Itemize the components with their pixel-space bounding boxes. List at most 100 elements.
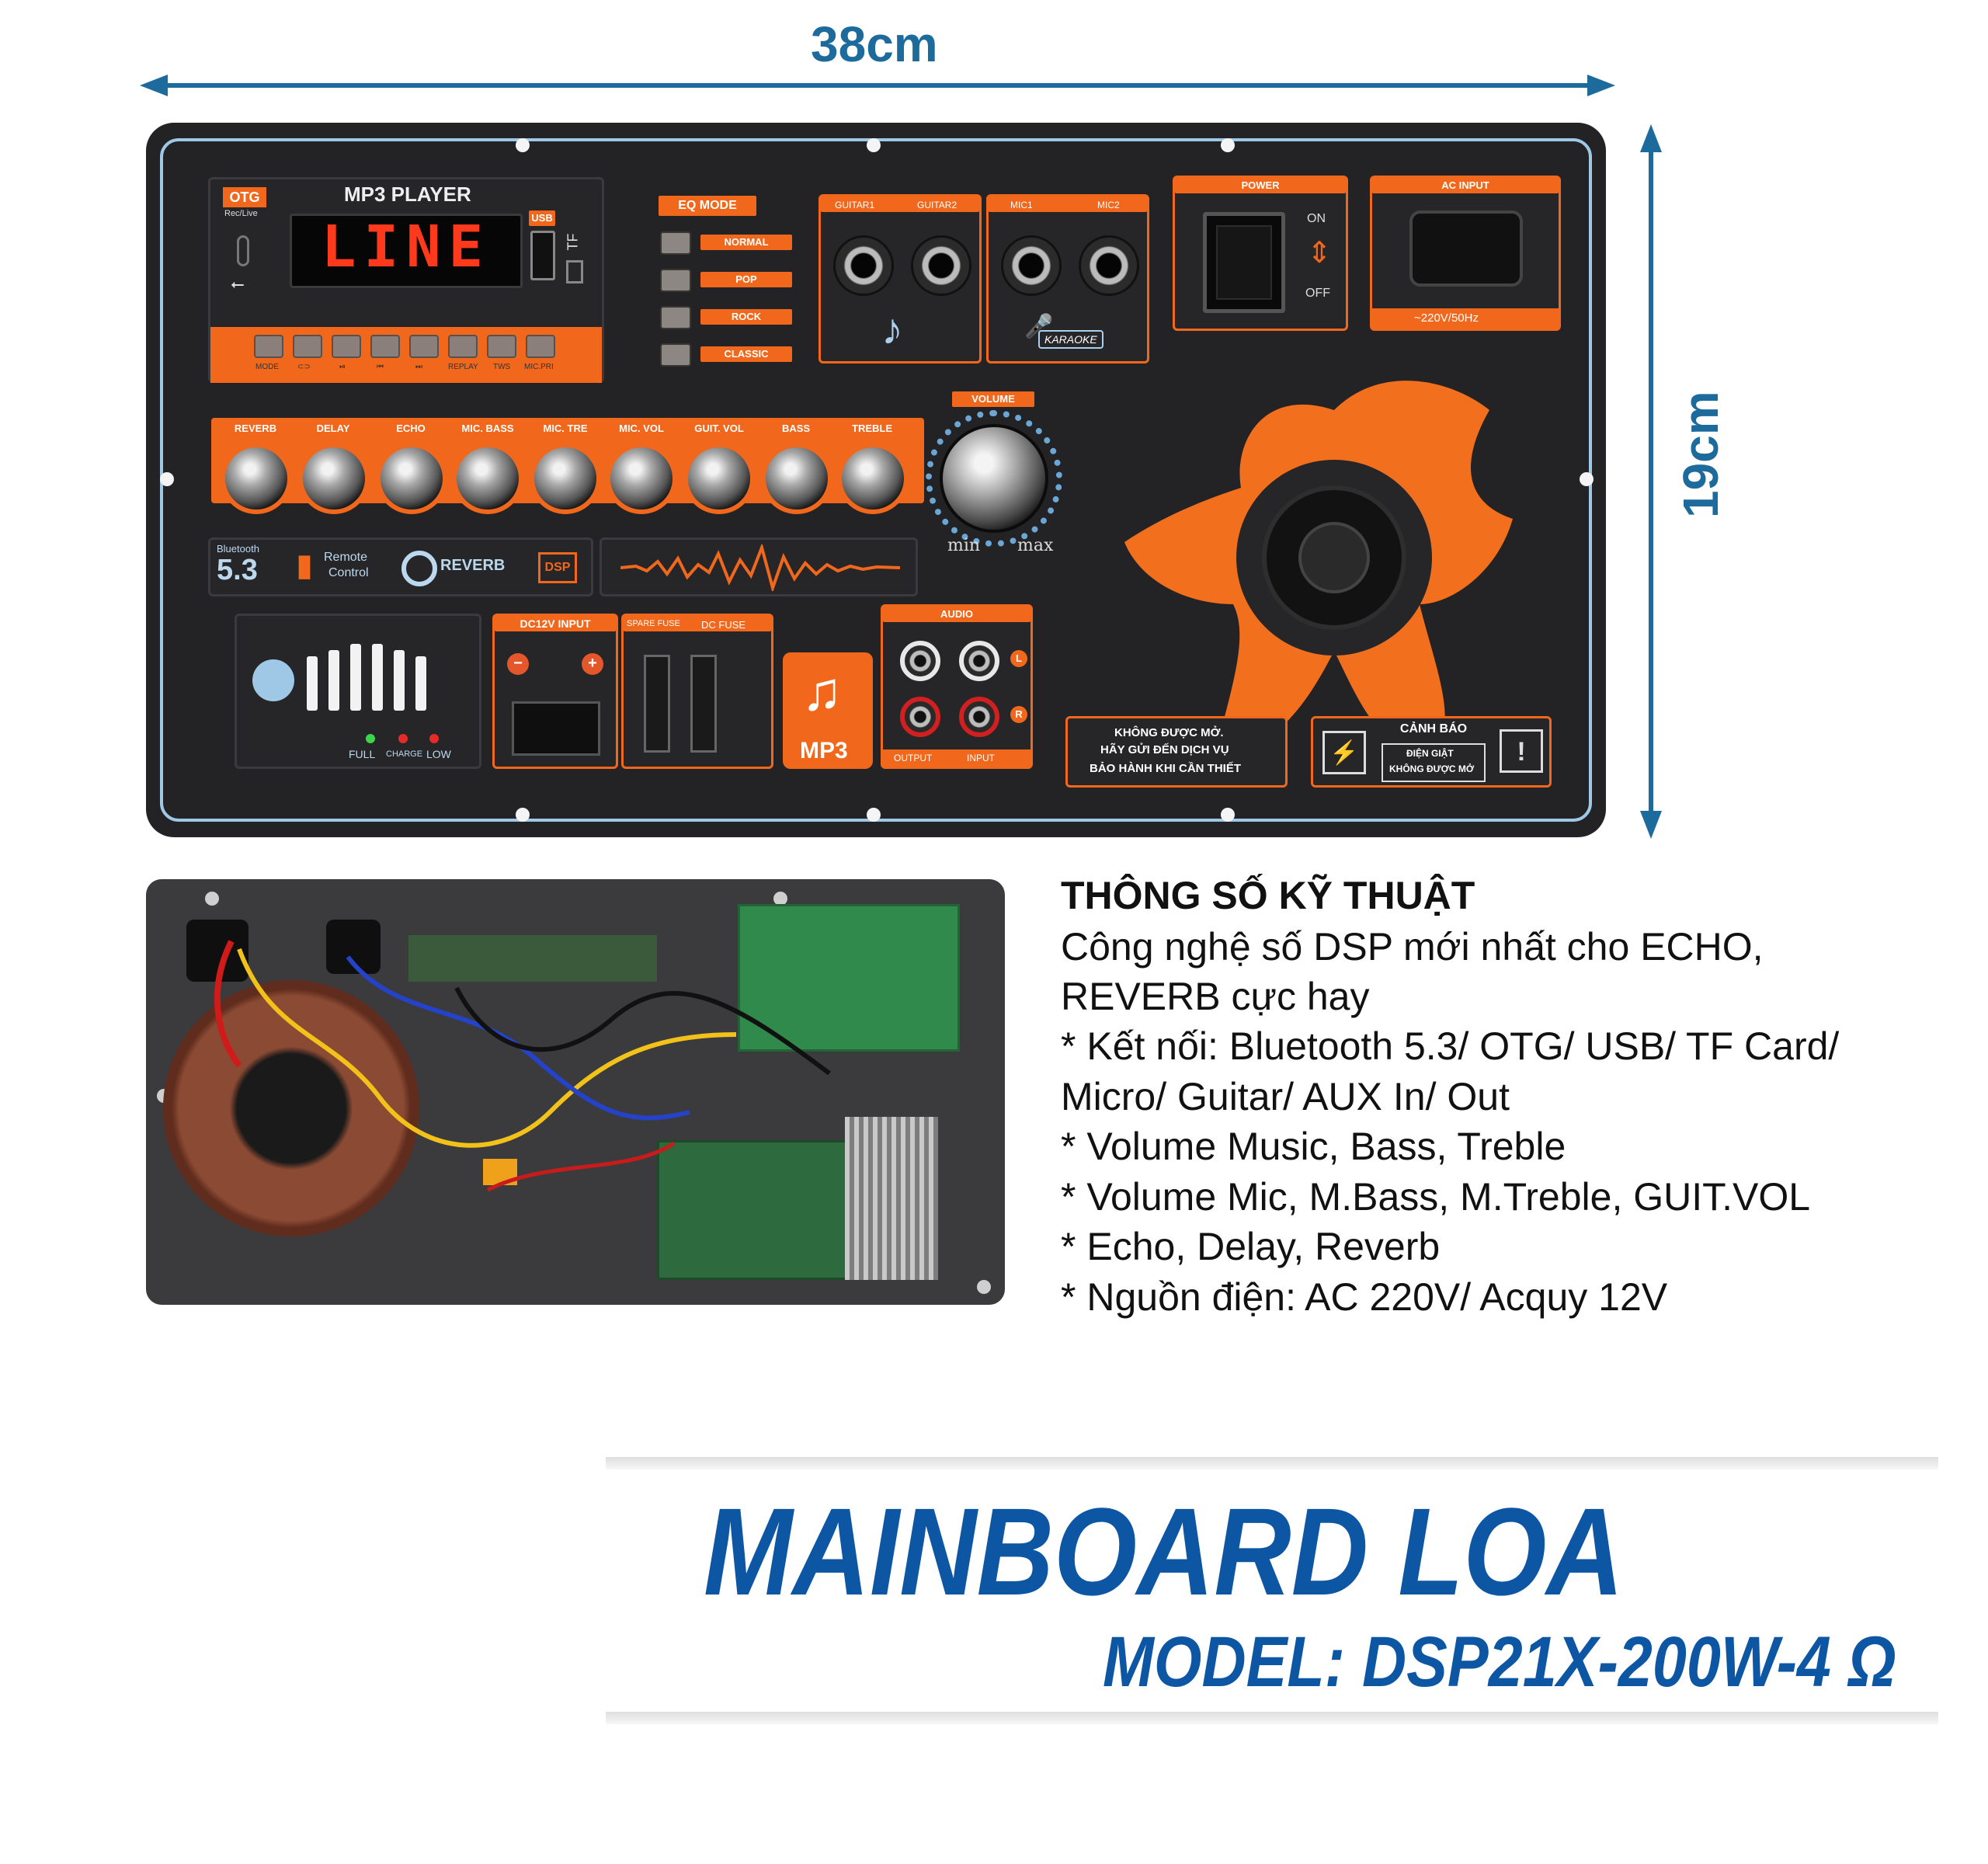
output-left-rca[interactable] xyxy=(900,641,940,681)
eq-classic-button[interactable] xyxy=(660,343,691,367)
screw xyxy=(1221,808,1235,822)
guitar1-jack[interactable] xyxy=(833,235,894,296)
screw xyxy=(516,138,530,152)
mp3-badge-label: MP3 xyxy=(800,738,848,763)
power-off-label: OFF xyxy=(1305,287,1330,300)
mic1-label: MIC1 xyxy=(1010,200,1033,210)
ac-input-panel: AC INPUT ~220V/50Hz xyxy=(1370,176,1561,331)
eq-pop-button[interactable] xyxy=(660,269,691,292)
caution-panel: ⚡ CẢNH BÁO ĐIỆN GIẬT KHÔNG ĐƯỢC MỞ ! xyxy=(1311,716,1552,788)
mode-button[interactable] xyxy=(254,335,283,358)
dsp-pcb xyxy=(738,904,960,1052)
power-switch[interactable] xyxy=(1203,212,1285,313)
guitar-jack-labels-strip xyxy=(821,196,979,212)
battery-panel: FULL CHARGE LOW xyxy=(235,614,481,769)
bass-knob[interactable] xyxy=(761,443,832,514)
audio-l-badge: L xyxy=(1010,650,1027,667)
eq-normal-label: NORMAL xyxy=(700,235,792,250)
next-button[interactable] xyxy=(409,335,439,358)
knob-label-mic-vol: MIC. VOL xyxy=(609,421,674,436)
master-volume-knob[interactable] xyxy=(940,424,1048,533)
volume-max-label: max xyxy=(1017,536,1054,555)
caution-triangle-icon: ! xyxy=(1500,729,1543,773)
dc-fuse-label: DC FUSE xyxy=(701,619,746,631)
spare-fuse-holder[interactable] xyxy=(644,655,670,753)
mic-volume-knob[interactable] xyxy=(606,443,677,514)
ac-input-title: AC INPUT xyxy=(1372,178,1559,193)
usb-port[interactable] xyxy=(530,231,555,280)
mic-treble-knob[interactable] xyxy=(530,443,601,514)
tws-button[interactable] xyxy=(487,335,516,358)
screw xyxy=(867,808,881,822)
remote-icon: ▮ xyxy=(296,548,314,582)
fuse-title-strip xyxy=(624,616,771,631)
reverb-knob[interactable] xyxy=(221,443,292,514)
heatsink xyxy=(845,1117,938,1280)
mic-input-panel: MIC1 MIC2 🎤 KARAOKE xyxy=(986,194,1149,363)
previous-button[interactable] xyxy=(370,335,400,358)
dc-fuse-holder[interactable] xyxy=(690,655,717,753)
control-label: Control xyxy=(328,566,369,579)
usb-c-port[interactable] xyxy=(237,235,249,266)
output-right-rca[interactable] xyxy=(900,697,940,737)
echo-knob[interactable] xyxy=(376,443,447,514)
dc-minus-icon: − xyxy=(507,653,529,675)
guitar-volume-knob[interactable] xyxy=(683,443,755,514)
knob-label-reverb: REVERB xyxy=(224,421,287,436)
knob-label-treble: TREBLE xyxy=(840,421,904,436)
screw xyxy=(1221,138,1235,152)
guitar-input-panel: GUITAR1 GUITAR2 ♪ xyxy=(818,194,982,363)
bluetooth-label: Bluetooth xyxy=(217,543,259,555)
screw xyxy=(160,472,174,486)
dc-input-title: DC12V INPUT xyxy=(495,616,616,631)
guitar1-label: GUITAR1 xyxy=(835,200,875,210)
power-on-label: ON xyxy=(1307,212,1326,225)
volume-min-label: min xyxy=(947,536,981,555)
height-label: 19cm xyxy=(1673,391,1729,518)
input-right-rca[interactable] xyxy=(959,697,999,737)
warning-line-2: HÃY GỬI ĐẾN DỊCH VỤ xyxy=(1100,743,1229,756)
replay-button[interactable] xyxy=(448,335,478,358)
play-pause-button[interactable] xyxy=(332,335,361,358)
mic-jack-labels-strip xyxy=(989,196,1147,212)
spec-line: * Kết nối: Bluetooth 5.3/ OTG/ USB/ TF C… xyxy=(1061,1024,1840,1068)
knob-label-guit-vol: GUIT. VOL xyxy=(686,421,752,436)
volume-scale-ring xyxy=(926,410,1062,547)
battery-bar-4 xyxy=(372,644,383,711)
knob-label-mic-tre: MIC. TRE xyxy=(533,421,598,436)
mic-bass-knob[interactable] xyxy=(452,443,523,514)
mic1-jack[interactable] xyxy=(1001,235,1062,296)
battery-bar-3 xyxy=(350,644,361,711)
repeat-button[interactable] xyxy=(293,335,322,358)
treble-knob[interactable] xyxy=(837,443,909,514)
warning-line-1: KHÔNG ĐƯỢC MỞ. xyxy=(1114,726,1224,739)
dc-terminal-block[interactable] xyxy=(512,701,600,756)
button-label-mode: MODE xyxy=(255,363,279,371)
audio-r-badge: R xyxy=(1010,706,1027,723)
dsp-chip: DSP xyxy=(538,552,577,583)
screw xyxy=(205,892,219,906)
tf-slot[interactable] xyxy=(566,260,583,283)
bluetooth-version: 5.3 xyxy=(217,554,258,586)
delay-knob[interactable] xyxy=(298,443,370,514)
led-display: LINE xyxy=(290,214,523,288)
screw xyxy=(977,1280,991,1294)
input-left-rca[interactable] xyxy=(959,641,999,681)
ac-socket[interactable] xyxy=(1409,210,1523,287)
knob-label-bass: BASS xyxy=(764,421,828,436)
guitar2-jack[interactable] xyxy=(911,235,971,296)
width-dimension-arrow xyxy=(140,75,1615,96)
battery-bar-5 xyxy=(394,650,405,711)
volume-title: VOLUME xyxy=(952,391,1034,407)
battery-logo-icon xyxy=(252,659,294,701)
usb-label: USB xyxy=(529,210,555,226)
eq-normal-button[interactable] xyxy=(660,231,691,255)
banner-top-rule xyxy=(606,1457,1938,1469)
low-led xyxy=(429,734,439,743)
mic-pri-button[interactable] xyxy=(526,335,555,358)
eq-rock-button[interactable] xyxy=(660,306,691,329)
remote-label: Remote xyxy=(324,551,368,564)
screw xyxy=(773,892,787,906)
button-label-tws: TWS xyxy=(493,363,511,371)
mic2-jack[interactable] xyxy=(1079,235,1139,296)
